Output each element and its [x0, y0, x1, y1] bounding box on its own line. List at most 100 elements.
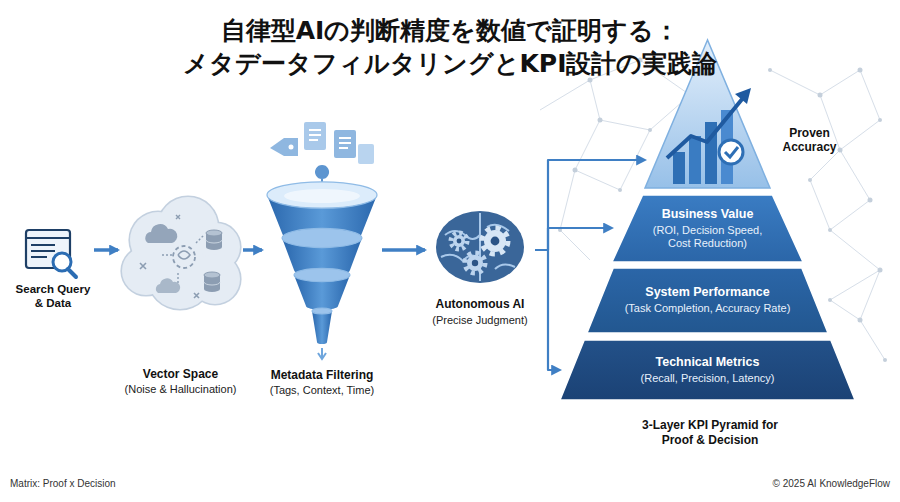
- cloud-shape-part: [173, 246, 195, 268]
- network-dot: [573, 168, 578, 173]
- flow-arrow: [94, 248, 118, 252]
- filter-icons-part: [358, 144, 374, 164]
- footer-note: Matrix: Proof x Decision: [10, 478, 250, 491]
- network-dot: [808, 178, 812, 182]
- apex-triangle-part: [673, 152, 685, 184]
- gear-icon: [465, 253, 485, 273]
- network-dot: [598, 118, 603, 123]
- search-icon-part: [26, 237, 70, 239]
- funnel-shape-part: [284, 189, 360, 203]
- node-detail: (ROI, Decision Speed, Cost Reduction): [646, 224, 769, 250]
- network-line: [830, 150, 885, 360]
- text-area: Business Value (ROI, Decision Speed, Cost…: [646, 195, 769, 262]
- flow-arrow: [535, 228, 612, 250]
- search-icon-part: [31, 245, 55, 257]
- text-area: Search Query & Data: [12, 278, 94, 316]
- metadata-funnel: Metadata Filtering(Tags, Context, Time): [262, 120, 382, 400]
- network-line: [560, 170, 590, 260]
- network-dot: [878, 268, 883, 273]
- gear-icon-part: [484, 230, 506, 252]
- database-icon-part: [204, 282, 220, 285]
- filter-icons-part: [270, 138, 298, 156]
- flow-arrow: [535, 160, 645, 250]
- cloud-shape-part: [178, 251, 190, 259]
- trapezoid-band-part: [612, 195, 803, 262]
- gear-icon-part: [472, 260, 478, 266]
- flow-arrow: [382, 248, 425, 252]
- network-dot: [878, 118, 882, 122]
- funnel-shape: [262, 120, 382, 400]
- network-dot: [618, 188, 622, 192]
- database-icon-part: [206, 240, 222, 243]
- filter-icons-part: [339, 138, 351, 148]
- cloud-shape-part: [140, 263, 146, 269]
- funnel-shape-part: [312, 308, 332, 314]
- gear-icon: [451, 233, 467, 249]
- network-line: [810, 150, 840, 230]
- cloud-shape-part: [162, 235, 204, 283]
- network-line: [540, 80, 590, 110]
- pyramid-caption: 3-Layer KPI Pyramid for Proof & Decision: [640, 418, 780, 448]
- node-detail: (Recall, Precision, Latency): [641, 372, 775, 385]
- cloud-shape-part: [190, 254, 240, 304]
- apex-triangle-part: [725, 147, 738, 157]
- node-heading: Proven Accuracy: [767, 126, 852, 155]
- network-dot: [588, 78, 593, 83]
- node-detail: (Noise & Hallucination): [125, 383, 237, 396]
- funnel-shape-part: [282, 228, 362, 247]
- filter-icons-part: [289, 145, 294, 150]
- flow-arrow: [243, 248, 262, 252]
- page-title: 自律型AIの判断精度を数値で証明する： メタデータフィルタリングとKPI設計の実…: [0, 14, 900, 80]
- network-dot: [868, 198, 873, 203]
- filter-icons-part: [309, 130, 321, 140]
- network-dot: [558, 228, 562, 232]
- network-dot: [818, 93, 823, 98]
- node-heading: Vector Space: [143, 367, 218, 381]
- database-icon: [204, 272, 220, 292]
- database-icon-part: [204, 272, 220, 278]
- apex-triangle-part: [735, 88, 751, 104]
- cloud-shape-part: [145, 224, 177, 243]
- node-heading: Business Value: [662, 207, 754, 222]
- network-dot: [828, 228, 832, 232]
- network-dot: [648, 128, 652, 132]
- cloud-shape-part: [156, 278, 180, 293]
- funnel-shape-part: [312, 311, 332, 344]
- text-area: Vector Space (Noise & Hallucination): [110, 363, 251, 400]
- filter-icons: [270, 122, 374, 186]
- text-area: Metadata Filtering(Tags, Context, Time): [254, 365, 390, 400]
- gear-icon-part: [453, 235, 465, 247]
- apex-triangle-part: [645, 40, 770, 188]
- trapezoid-band-part: [560, 340, 855, 400]
- gear-icon-part: [482, 228, 508, 254]
- cloud-shape-part: [194, 293, 199, 298]
- ai-brain-node: Autonomous AI(Precise Judgment): [425, 205, 535, 335]
- network-line: [575, 120, 650, 190]
- flow-arrow: [535, 250, 560, 370]
- kpi-band: System Performance(Task Completion, Accu…: [587, 268, 828, 333]
- network-dot: [838, 148, 843, 153]
- network-dot: [883, 358, 887, 362]
- text-area: Proven Accuracy: [767, 120, 852, 160]
- funnel-shape-part: [294, 268, 350, 281]
- filter-icons-part: [304, 122, 326, 150]
- trapezoid-band: [587, 268, 828, 333]
- gear-icon-part: [465, 253, 485, 273]
- node-heading: System Performance: [645, 285, 769, 300]
- gear-icon-part: [467, 255, 483, 271]
- apex-triangle-part: [689, 136, 701, 184]
- vector-space-cloud: Vector Space (Noise & Hallucination): [118, 185, 243, 400]
- database-icon: [206, 230, 222, 250]
- network-dot: [768, 68, 772, 72]
- input-icon-node: Search Query & Data: [12, 226, 94, 316]
- node-detail: (Precise Judgment): [432, 314, 527, 327]
- gear-icon-part: [491, 237, 500, 246]
- kpi-band: Technical Metrics(Recall, Precision, Lat…: [560, 340, 855, 400]
- database-icon-part: [206, 230, 222, 236]
- funnel-shape-part: [318, 348, 326, 359]
- copyright-note: © 2025 AI KnowledgeFlow: [650, 478, 890, 491]
- trapezoid-band: [560, 340, 855, 400]
- search-icon-part: [68, 269, 76, 277]
- network-dot: [858, 318, 863, 323]
